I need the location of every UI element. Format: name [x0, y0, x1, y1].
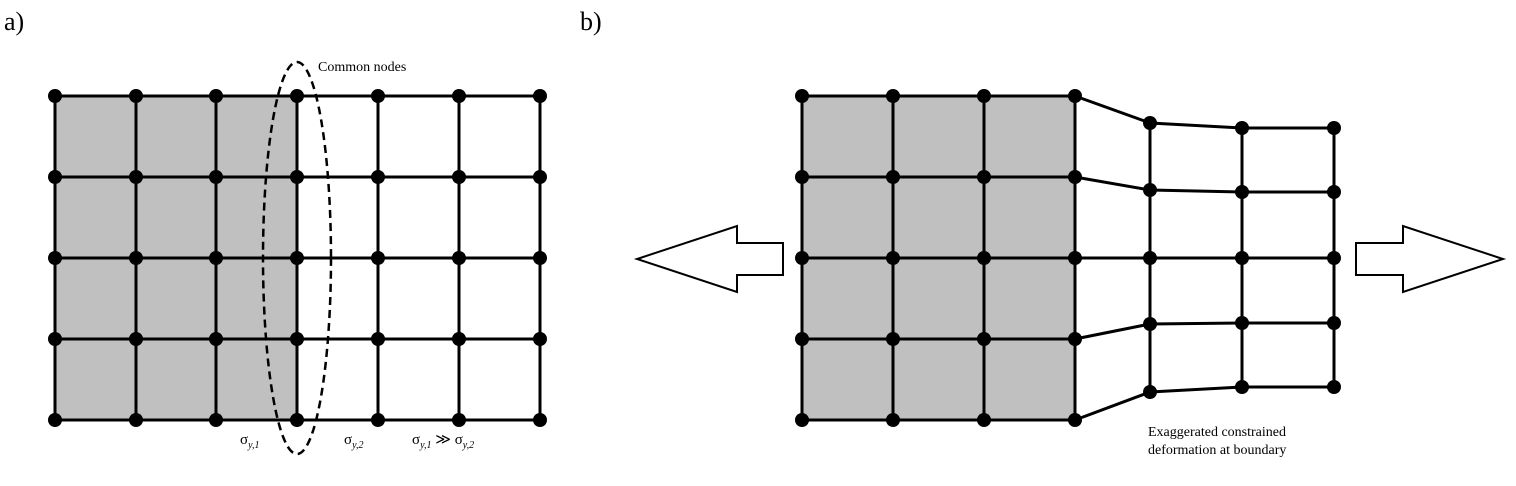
- mesh-node: [533, 332, 547, 346]
- mesh-line-deformed: [1149, 121, 1243, 130]
- mesh-node: [795, 413, 809, 427]
- panel-b-label: b): [580, 7, 602, 36]
- sigma-y1-label: σy,1: [240, 432, 259, 451]
- mesh-node: [452, 251, 466, 265]
- common-nodes-label: Common nodes: [318, 60, 406, 75]
- mesh-node: [1068, 332, 1082, 346]
- mesh-node: [1068, 170, 1082, 184]
- mesh-line-deformed: [1149, 321, 1243, 326]
- panel-b-nodes: [795, 89, 1341, 427]
- mesh-node: [1068, 251, 1082, 265]
- mesh-node: [371, 251, 385, 265]
- mesh-node: [209, 332, 223, 346]
- common-nodes-ellipse: [261, 60, 333, 456]
- mesh-node: [886, 170, 900, 184]
- mesh-node: [1143, 116, 1157, 130]
- mesh-node: [48, 413, 62, 427]
- mesh-node: [290, 332, 304, 346]
- mesh-node: [452, 89, 466, 103]
- mesh-node: [533, 251, 547, 265]
- mesh-node: [48, 332, 62, 346]
- mesh-node: [1327, 185, 1341, 199]
- mesh-node: [795, 170, 809, 184]
- mesh-node: [290, 89, 304, 103]
- mesh-node: [1068, 413, 1082, 427]
- mesh-node: [1143, 385, 1157, 399]
- right-pull-arrow: [1355, 224, 1507, 294]
- mesh-node: [290, 251, 304, 265]
- panel-a-nodes: [48, 89, 547, 427]
- mesh-node: [1235, 121, 1249, 135]
- mesh-node: [371, 170, 385, 184]
- sigma-y2-label: σy,2: [344, 432, 363, 451]
- mesh-node: [290, 170, 304, 184]
- mesh-node: [1143, 317, 1157, 331]
- mesh-node: [1068, 89, 1082, 103]
- mesh-node: [209, 413, 223, 427]
- mesh-node: [129, 332, 143, 346]
- mesh-node: [209, 251, 223, 265]
- mesh-node: [977, 89, 991, 103]
- mesh-node: [795, 251, 809, 265]
- mesh-node: [1235, 185, 1249, 199]
- mesh-node: [1143, 183, 1157, 197]
- mesh-node: [209, 170, 223, 184]
- mesh-line-deformed: [1074, 390, 1151, 422]
- sigma-relation-label: σy,1 ≫ σy,2: [412, 432, 474, 451]
- mesh-node: [1327, 316, 1341, 330]
- mesh-line-deformed: [1074, 322, 1151, 341]
- mesh-node: [977, 251, 991, 265]
- mesh-node: [533, 413, 547, 427]
- mesh-node: [1235, 316, 1249, 330]
- panel-a-mesh: [48, 89, 547, 427]
- mesh-node: [452, 413, 466, 427]
- mesh-node: [371, 413, 385, 427]
- mesh-node: [48, 170, 62, 184]
- mesh-line-deformed: [1149, 188, 1243, 194]
- mesh-node: [452, 332, 466, 346]
- mesh-node: [1327, 121, 1341, 135]
- mesh-line-deformed: [1149, 385, 1243, 394]
- mesh-node: [48, 251, 62, 265]
- mesh-node: [977, 332, 991, 346]
- mesh-node: [452, 170, 466, 184]
- mesh-node: [371, 332, 385, 346]
- mesh-line-deformed: [1074, 94, 1151, 125]
- mesh-node: [290, 413, 304, 427]
- mesh-node: [129, 251, 143, 265]
- left-pull-arrow: [633, 224, 784, 294]
- mesh-node: [209, 89, 223, 103]
- deformation-annotation-line1: Exaggerated constrained: [1148, 425, 1286, 440]
- mesh-node: [977, 170, 991, 184]
- deformation-annotation-line2: deformation at boundary: [1148, 443, 1286, 458]
- mesh-node: [795, 89, 809, 103]
- mesh-node: [371, 89, 385, 103]
- mesh-node: [886, 251, 900, 265]
- mesh-node: [977, 413, 991, 427]
- mesh-node: [533, 89, 547, 103]
- mesh-node: [533, 170, 547, 184]
- panel-b-mesh: [795, 89, 1341, 427]
- mesh-node: [129, 89, 143, 103]
- mesh-line-deformed: [1074, 175, 1151, 192]
- mesh-node: [129, 170, 143, 184]
- mesh-node: [886, 413, 900, 427]
- mesh-node: [1327, 380, 1341, 394]
- mesh-node: [886, 89, 900, 103]
- mesh-node: [48, 89, 62, 103]
- mesh-node: [1327, 251, 1341, 265]
- panel-a-label: a): [4, 7, 24, 36]
- mesh-node: [1143, 251, 1157, 265]
- mesh-node: [1235, 251, 1249, 265]
- mesh-node: [795, 332, 809, 346]
- mesh-node: [1235, 380, 1249, 394]
- mesh-node: [129, 413, 143, 427]
- mesh-node: [886, 332, 900, 346]
